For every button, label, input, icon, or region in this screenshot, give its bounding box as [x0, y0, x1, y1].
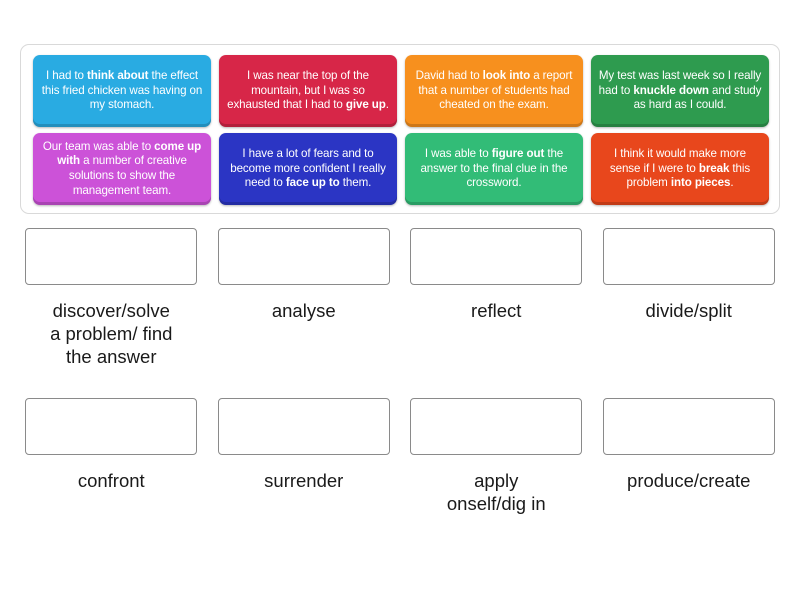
drop-zone-label: apply onself/dig in — [446, 470, 546, 515]
zone-analyse[interactable]: analyse — [213, 228, 396, 398]
card-text: I was near the top of the mountain, but … — [227, 68, 389, 112]
card-come-up-with[interactable]: Our team was able to come up with a numb… — [33, 133, 211, 205]
card-text: I had to think about the effect this fri… — [41, 68, 203, 112]
zone-discover-solve[interactable]: discover/solve a problem/ find the answe… — [20, 228, 203, 398]
drop-zone-label: divide/split — [645, 300, 732, 321]
drop-zone-label: analyse — [271, 300, 336, 321]
zone-divide-split[interactable]: divide/split — [598, 228, 781, 398]
drop-target[interactable] — [217, 228, 390, 285]
card-figure-out[interactable]: I was able to figure out the answer to t… — [405, 133, 583, 205]
card-text: My test was last week so I really had to… — [598, 68, 762, 112]
zone-apply-onself[interactable]: apply onself/dig in — [405, 398, 588, 568]
drop-target[interactable] — [602, 228, 775, 285]
card-give-up[interactable]: I was near the top of the mountain, but … — [219, 55, 397, 127]
card-text: I have a lot of fears and to become more… — [230, 146, 386, 190]
drop-zone-label: discover/solve a problem/ find the answe… — [50, 300, 173, 368]
drop-target[interactable] — [602, 398, 775, 455]
zone-surrender[interactable]: surrender — [213, 398, 396, 568]
drop-zone-label: reflect — [471, 300, 522, 321]
drop-zone-label: confront — [77, 470, 145, 491]
card-break-into-pieces[interactable]: I think it would make more sense if I we… — [591, 133, 769, 205]
card-text: I was able to figure out the answer to t… — [420, 146, 568, 190]
card-think-about[interactable]: I had to think about the effect this fri… — [33, 55, 211, 127]
card-knuckle-down[interactable]: My test was last week so I really had to… — [591, 55, 769, 127]
drop-target[interactable] — [25, 228, 198, 285]
drop-target[interactable] — [410, 398, 583, 455]
zone-reflect[interactable]: reflect — [405, 228, 588, 398]
card-text: I think it would make more sense if I we… — [609, 146, 751, 190]
drop-zone-label: produce/create — [627, 470, 751, 491]
card-text: David had to look into a report that a n… — [415, 68, 573, 112]
card-look-into[interactable]: David had to look into a report that a n… — [405, 55, 583, 127]
drop-zone-label: surrender — [264, 470, 344, 491]
zone-confront[interactable]: confront — [20, 398, 203, 568]
drop-target[interactable] — [217, 398, 390, 455]
drop-zone-grid: discover/solve a problem/ find the answe… — [20, 228, 780, 568]
card-tray: I had to think about the effect this fri… — [20, 44, 780, 214]
card-face-up-to[interactable]: I have a lot of fears and to become more… — [219, 133, 397, 205]
card-text: Our team was able to come up with a numb… — [42, 139, 202, 197]
zone-produce-create[interactable]: produce/create — [598, 398, 781, 568]
drop-target[interactable] — [25, 398, 198, 455]
card-tray-grid: I had to think about the effect this fri… — [33, 55, 769, 205]
drop-target[interactable] — [410, 228, 583, 285]
